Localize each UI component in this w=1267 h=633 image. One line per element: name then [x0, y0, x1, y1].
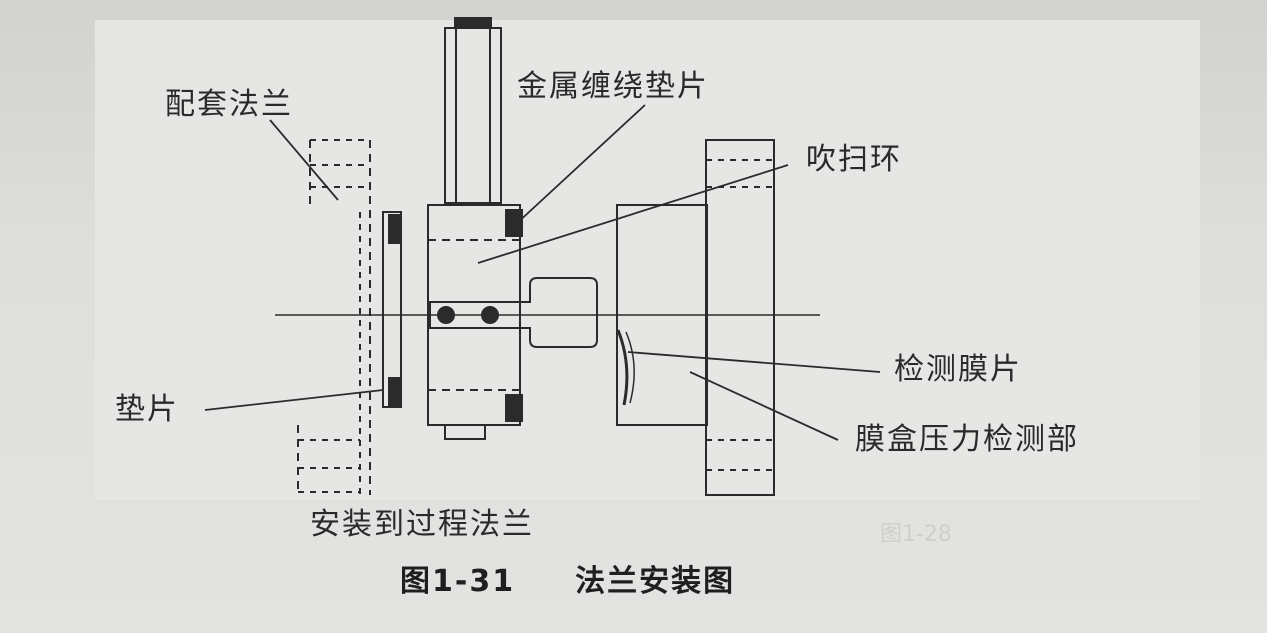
figure-title: 法兰安装图: [575, 564, 736, 599]
spiral-wound-gaskets: [505, 209, 523, 422]
label-purge-ring: 吹扫环: [806, 142, 902, 177]
leader-lines: [204, 104, 881, 441]
figure-caption: 图1-31 法兰安装图: [400, 556, 735, 600]
paper-area: [95, 20, 1200, 500]
label-spiral-wound-gasket: 金属缠绕垫片: [517, 69, 709, 104]
label-matching-flange: 配套法兰: [165, 87, 293, 122]
label-process-flange: 安装到过程法兰: [310, 507, 534, 542]
matching-flange: [297, 139, 371, 495]
label-sensing-diaphragm: 检测膜片: [894, 352, 1022, 387]
bleed-through-text: 图1-28: [880, 522, 952, 547]
gasket-left: [382, 211, 402, 408]
label-capsule-pressure-sensor: 膜盒压力检测部: [855, 422, 1079, 457]
extension-tube: [444, 17, 502, 204]
label-gasket: 垫片: [115, 392, 179, 427]
process-flange-right: [705, 139, 775, 496]
figure-number: 图1-31: [400, 564, 516, 599]
